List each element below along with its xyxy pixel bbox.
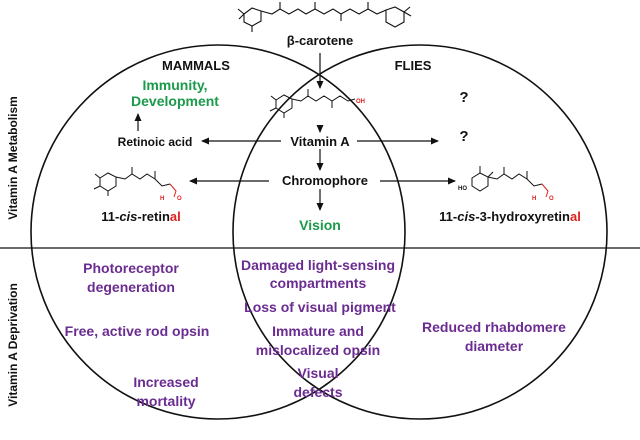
retinal-structure [93,167,177,198]
effect-reduced-rhabdomere-line2: diameter [465,338,524,354]
pathway-arrows [134,53,456,211]
effect-free-active-rod-opsin: Free, active rod opsin [65,323,210,339]
immunity-label: Immunity, [142,77,207,93]
chromophore-label: Chromophore [282,173,368,188]
mammals-circle [30,44,406,420]
mammals-title: MAMMALS [162,58,230,73]
effect-visual-defects-line1: Visual [298,365,339,381]
retinoic-acid-label: Retinoic acid [118,135,193,149]
effect-increased-mortality-line2: mortality [136,393,195,409]
beta-carotene-label: β-carotene [287,33,353,48]
effect-immature-opsin-line2: mislocalized opsin [256,342,380,358]
development-label: Development [131,93,219,109]
retinal-aldehyde-o: O [177,196,182,202]
vitamin-a-metabolism-label: Vitamin A Metabolism [6,96,20,220]
hydroxyl-label: HO [458,186,467,192]
unknown-mark-upper: ? [459,89,468,106]
flies-circle [232,44,608,420]
hydroxyretinal-structure [471,166,549,198]
beta-carotene-structure [237,2,412,32]
effect-increased-mortality-line1: Increased [133,374,198,390]
retinal-aldehyde-h: H [160,196,164,202]
vitamin-a-hydroxyl: OH [356,99,365,105]
effect-reduced-rhabdomere-line1: Reduced rhabdomere [422,319,566,335]
effect-photoreceptor-degeneration-line1: Photoreceptor [83,260,179,276]
effect-damaged-light-sensing-line2: compartments [270,275,367,291]
shared-deprivation-effects: Damaged light-sensing compartments Loss … [241,257,396,400]
flies-title: FLIES [395,58,432,73]
vitamin-a-label: Vitamin A [290,134,350,149]
vision-label: Vision [299,217,341,233]
effect-immature-opsin-line1: Immature and [272,323,364,339]
retinal-label: 11-cis-retinal [101,209,181,224]
hydroxyretinal-aldehyde-o: O [549,196,554,202]
hydroxyretinal-aldehyde-h: H [532,196,536,202]
effect-damaged-light-sensing-line1: Damaged light-sensing [241,257,395,273]
vitamin-a-structure [269,89,356,118]
mammals-deprivation-effects: Photoreceptor degeneration Free, active … [65,260,210,409]
hydroxyretinal-label: 11-cis-3-hydroxyretinal [439,209,581,224]
vitamin-a-deprivation-label: Vitamin A Deprivation [6,283,20,407]
effect-photoreceptor-degeneration-line2: degeneration [87,279,175,295]
flies-deprivation-effects: Reduced rhabdomere diameter [422,319,566,354]
unknown-mark-lower: ? [459,128,468,145]
effect-visual-defects-line2: defects [293,384,342,400]
effect-loss-of-visual-pigment: Loss of visual pigment [244,299,396,315]
